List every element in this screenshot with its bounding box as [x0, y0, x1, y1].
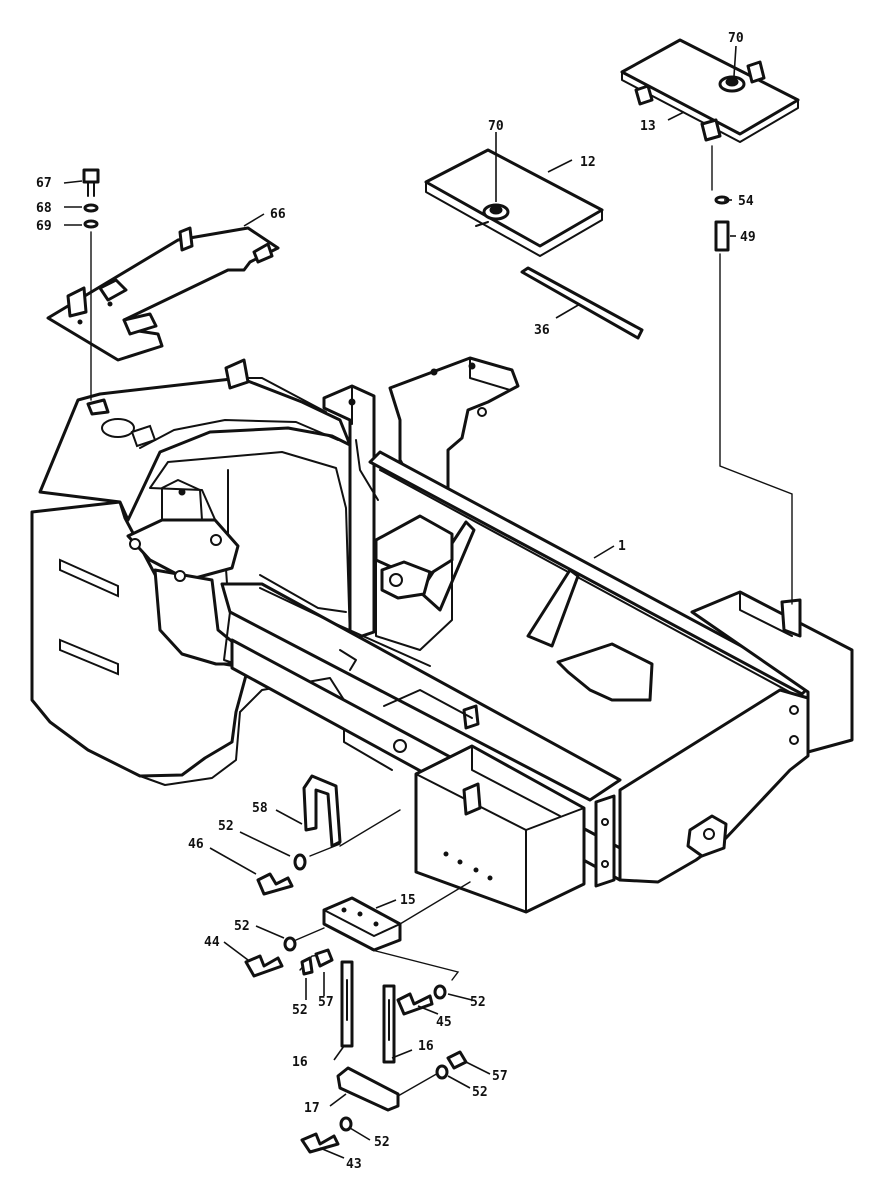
frame-right-side-plate: [594, 794, 616, 888]
callout-44: 44: [204, 935, 220, 950]
cover-12: [424, 148, 604, 257]
frame-right-tab: [780, 598, 802, 638]
frame-rear-bracket: [388, 356, 520, 502]
frame-gusset-right: [526, 568, 580, 648]
callout-12: 12: [580, 155, 596, 170]
callout-57-a: 57: [318, 995, 334, 1010]
washer-52-small: [300, 956, 314, 976]
callout-54: 54: [738, 194, 754, 209]
frame-slot-upper: [59, 558, 119, 598]
callout-57-b: 57: [492, 1069, 508, 1084]
frame-clip-top: [224, 358, 250, 390]
bolt-49: [714, 220, 730, 252]
frame-pivot: [380, 560, 432, 600]
main-frame: [30, 356, 854, 914]
washer-68: [83, 203, 99, 213]
callout-52-f: 52: [374, 1135, 390, 1150]
leader-lines: [63, 45, 737, 1159]
callout-67: 67: [36, 176, 52, 191]
nut-57-lower: [446, 1050, 468, 1070]
callout-46: 46: [188, 837, 204, 852]
cover-13: [620, 38, 800, 143]
strap-36: [520, 266, 644, 340]
callout-labels: 70 70 13 12 54 49 36 67 68 69 66 1 58 52…: [36, 31, 756, 1172]
callout-66: 66: [270, 207, 286, 222]
washer-52-57: [435, 1064, 449, 1080]
frame-upper-deck: [38, 376, 352, 522]
assembly-line-49: [711, 145, 793, 605]
washer-52-45: [433, 984, 447, 1000]
bolt-45: [396, 992, 434, 1016]
bracket-15: [322, 896, 402, 952]
nut-57-upper: [314, 948, 334, 968]
frame-floor-beam: [220, 582, 622, 802]
frame-round-hole: [101, 418, 135, 438]
callout-52-a: 52: [218, 819, 234, 834]
bolt-67: [82, 168, 100, 197]
washer-52-upper: [293, 853, 307, 871]
callout-15: 15: [400, 893, 416, 908]
callout-70-left: 70: [488, 119, 504, 134]
frame-boss-left: [86, 398, 110, 416]
callout-45: 45: [436, 1015, 452, 1030]
plate-66: [46, 226, 280, 362]
handle-58: [302, 774, 342, 848]
callout-1: 1: [618, 539, 626, 554]
bolt-43: [300, 1132, 340, 1154]
bracket-17: [336, 1066, 400, 1112]
callout-52-c: 52: [292, 1003, 308, 1018]
frame-slot-lower: [59, 638, 119, 676]
callout-52-b: 52: [234, 919, 250, 934]
callout-70-right: 70: [728, 31, 744, 46]
callout-36: 36: [534, 323, 550, 338]
bolt-46: [256, 872, 294, 896]
callout-52-d: 52: [470, 995, 486, 1010]
callout-16-left: 16: [292, 1055, 308, 1070]
callout-17: 17: [304, 1101, 320, 1116]
frame-right-endplate: [618, 688, 810, 884]
callout-43: 43: [346, 1157, 362, 1172]
callout-68: 68: [36, 201, 52, 216]
frame-small-slot: [130, 424, 157, 448]
bolt-44: [244, 954, 284, 978]
callout-58: 58: [252, 801, 268, 816]
frame-tank-tab: [462, 782, 482, 816]
callout-52-e: 52: [472, 1085, 488, 1100]
callout-49: 49: [740, 230, 756, 245]
callout-69: 69: [36, 219, 52, 234]
callout-16-right: 16: [418, 1039, 434, 1054]
frame-left-bracket: [126, 518, 240, 582]
washer-52-44: [283, 936, 297, 952]
washer-69: [83, 219, 99, 229]
washer-52-43: [339, 1116, 353, 1132]
frame-step-bracket: [556, 642, 654, 702]
callout-13: 13: [640, 119, 656, 134]
